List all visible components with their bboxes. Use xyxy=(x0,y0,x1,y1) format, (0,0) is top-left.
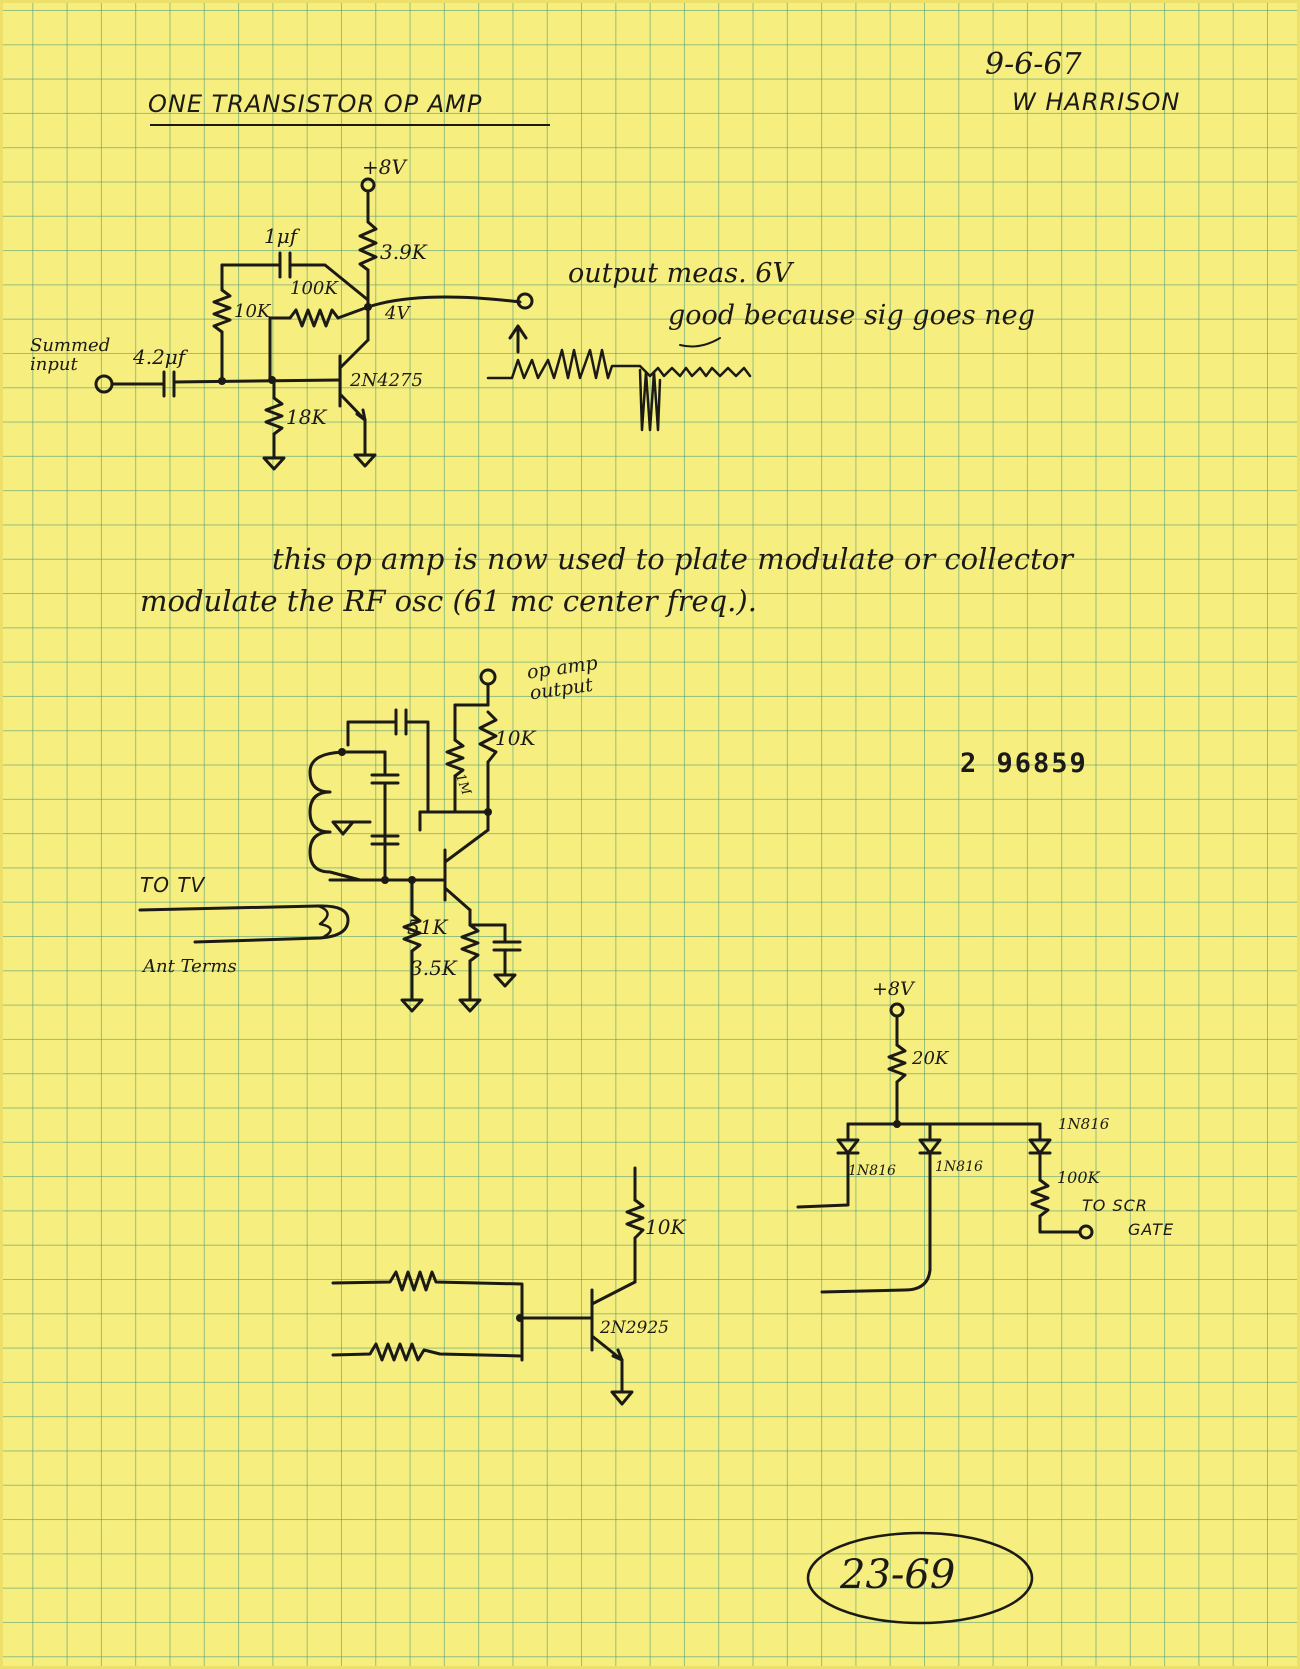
c2-r-top-right-label: 10K xyxy=(495,726,536,750)
page-code-circled: 23-69 xyxy=(840,1552,956,1598)
output-arrow xyxy=(508,324,528,354)
c1-cap-feedback-label: 1μf xyxy=(264,224,298,248)
c1-r-feedback-label: 100K xyxy=(290,278,338,299)
c3-gate-label: GATE xyxy=(1128,1220,1175,1239)
c3-diode-right xyxy=(1028,1122,1052,1182)
page-title: ONE TRANSISTOR OP AMP xyxy=(148,90,483,118)
c1-ground-emitter xyxy=(353,453,377,468)
c2-to-tv-label: TO TV xyxy=(140,873,206,897)
c4-input-resistor-bottom xyxy=(331,1342,524,1362)
c1-input-label: Summed input xyxy=(30,335,111,375)
c1-transistor-label: 2N4275 xyxy=(350,370,424,391)
c1-r-collector-label: 3.9K xyxy=(380,240,427,264)
note-paragraph-line1: this op amp is now used to plate modulat… xyxy=(272,542,1074,576)
note-good-because: good because sig goes neg xyxy=(668,300,1035,331)
c2-ground-mid xyxy=(458,998,482,1013)
c1-resistor-10k xyxy=(212,288,232,334)
c1-input-terminal xyxy=(94,374,114,394)
c2-opamp-input-terminal xyxy=(479,668,497,686)
c4-transistor-2n2925 xyxy=(590,1280,637,1362)
c3-diode-mid xyxy=(820,1122,942,1294)
date-text: 9-6-67 xyxy=(985,47,1082,82)
c2-tv-lead xyxy=(138,904,350,944)
c1-output-terminal xyxy=(516,292,534,310)
c3-diode-left-label: 1N816 xyxy=(848,1163,896,1179)
c3-to-scr-label: TO SCR xyxy=(1082,1196,1148,1215)
c3-resistor-100k xyxy=(1030,1178,1050,1218)
c4-r-collector-label: 10K xyxy=(645,1215,686,1239)
c1-ground-bias xyxy=(262,456,286,471)
c2-resistor-10k xyxy=(478,710,498,764)
page-code-circle xyxy=(806,1531,1034,1625)
c3-scr-gate-terminal xyxy=(1078,1224,1094,1240)
c2-ground-right xyxy=(493,973,517,988)
c1-supply-terminal xyxy=(360,177,376,193)
c1-collector-voltage-label: 4V xyxy=(385,303,410,324)
c3-diode-mid-label: 1N816 xyxy=(935,1159,983,1175)
c1-resistor-3-9k xyxy=(358,220,378,272)
c2-resistor-1m xyxy=(445,738,465,778)
c3-diode-left xyxy=(796,1122,860,1209)
c2-r-emitter-right-label: 3.5K xyxy=(410,956,457,980)
c1-cap-input-label: 4.2μf xyxy=(133,345,186,369)
c3-supply-terminal xyxy=(889,1002,905,1018)
c1-supply-label: +8V xyxy=(362,155,406,179)
c4-transistor-label: 2N2925 xyxy=(600,1318,669,1338)
c4-resistor-10k xyxy=(625,1198,645,1240)
c3-r-top-label: 20K xyxy=(912,1048,949,1069)
title-underline xyxy=(150,124,550,126)
c1-r-bias-top-label: 10K xyxy=(234,301,271,322)
author-name: W HARRISON xyxy=(1012,88,1181,116)
c3-r-series-label: 100K xyxy=(1057,1168,1100,1187)
output-waveform xyxy=(486,348,752,380)
c3-resistor-20k xyxy=(887,1043,907,1084)
c2-resistor-3-5k xyxy=(460,923,480,963)
c1-transistor-2n4275 xyxy=(338,338,370,422)
c1-r-bias-bottom-label: 18K xyxy=(286,405,327,429)
c4-ground xyxy=(610,1390,634,1406)
note-output-measured: output meas. 6V xyxy=(568,258,792,289)
c1-resistor-18k xyxy=(264,396,284,436)
c3-supply-label: +8V xyxy=(872,978,914,1000)
c4-input-resistor-top xyxy=(331,1270,524,1362)
c2-transistor xyxy=(443,828,490,912)
c3-diode-right-label: 1N816 xyxy=(1058,1115,1110,1133)
c1-resistor-100k xyxy=(288,308,340,328)
c2-resistor-51k xyxy=(402,913,422,953)
c2-ground-tank xyxy=(331,820,355,836)
note-paragraph-line2: modulate the RF osc (61 mc center freq.)… xyxy=(140,584,757,618)
stamp-number: 2 96859 xyxy=(960,748,1088,779)
c2-tank-coil xyxy=(308,750,362,882)
c2-ground-left xyxy=(400,998,424,1013)
c2-ant-terms-label: Ant Terms xyxy=(143,956,237,977)
